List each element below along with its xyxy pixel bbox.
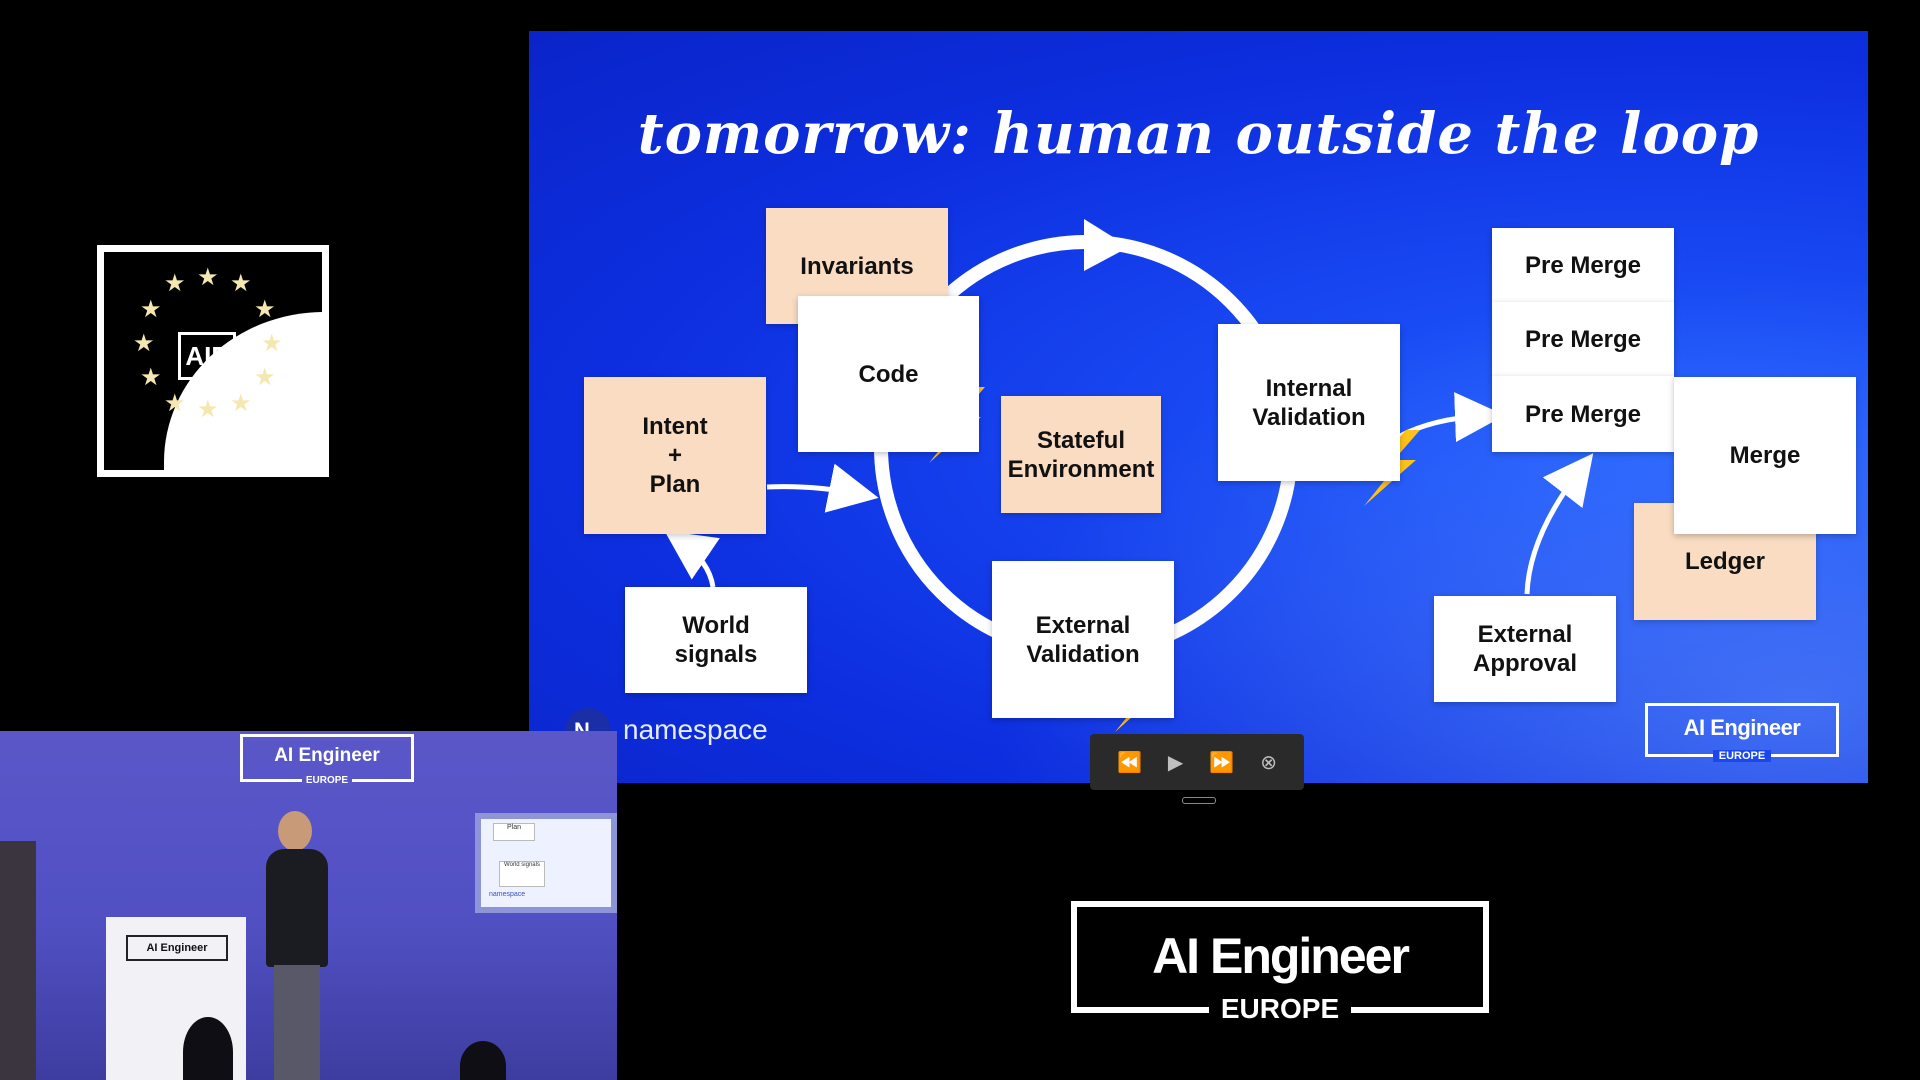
- box-merge: Merge: [1674, 377, 1856, 534]
- arrow-approval-to-premerge: [1524, 453, 1594, 595]
- box-internal-validation: Internal Validation: [1218, 324, 1400, 481]
- star-icon: ★: [197, 396, 219, 423]
- rewind-button[interactable]: ⏪: [1117, 751, 1142, 774]
- loop-arrowhead: [1084, 219, 1129, 271]
- audience-person: [0, 841, 36, 1080]
- star-icon: ★: [230, 390, 252, 417]
- star-icon: ★: [140, 364, 162, 391]
- namespace-brand: namespace: [623, 714, 768, 745]
- audience-head: [460, 1041, 506, 1080]
- presentation-slide: tomorrow: human outside the loop Invaria…: [529, 31, 1868, 783]
- box-pre-merge-3: Pre Merge: [1492, 376, 1674, 452]
- drag-handle[interactable]: [1182, 797, 1216, 804]
- star-icon: ★: [133, 330, 155, 357]
- star-icon: ★: [230, 270, 252, 297]
- star-icon: ★: [164, 390, 186, 417]
- box-code: Code: [798, 296, 979, 452]
- arrow-signals-to-intent: [664, 530, 720, 588]
- speaker-camera-feed: AI Engineer EUROPE Plan World signals na…: [0, 731, 617, 1080]
- box-pre-merge-1: Pre Merge: [1492, 228, 1674, 302]
- star-icon: ★: [197, 264, 219, 291]
- slide-title: tomorrow: human outside the loop: [637, 101, 1760, 167]
- star-icon: ★: [140, 296, 162, 323]
- star-icon: ★: [261, 330, 283, 357]
- stage-sign: AI Engineer EUROPE: [240, 734, 414, 786]
- box-pre-merge-2: Pre Merge: [1492, 302, 1674, 376]
- box-stateful-environment: Stateful Environment: [1001, 396, 1161, 513]
- event-logo: AI Engineer EUROPE: [1071, 901, 1489, 1024]
- box-world-signals: World signals: [625, 587, 807, 693]
- aie-mark: AIE: [178, 332, 236, 380]
- slide-event-logo: AI Engineer EUROPE: [1645, 703, 1839, 762]
- play-button[interactable]: ▶: [1167, 751, 1184, 774]
- star-icon: ★: [254, 296, 276, 323]
- box-external-approval: External Approval: [1434, 596, 1616, 702]
- star-icon: ★: [254, 364, 276, 391]
- stage-screen: Plan World signals namespace: [475, 813, 617, 913]
- speaker: [262, 811, 342, 1080]
- box-intent-plan: Intent + Plan: [584, 377, 766, 534]
- box-external-validation: External Validation: [992, 561, 1174, 718]
- player-controls: ⏪ ▶ ⏩ ⊗: [1090, 734, 1304, 790]
- star-icon: ★: [164, 270, 186, 297]
- forward-button[interactable]: ⏩: [1209, 751, 1235, 774]
- aie-badge-logo: ★ ★ ★ ★ ★ ★ ★ ★ ★ ★ ★ ★ AIE: [97, 245, 329, 477]
- audience-head: [183, 1017, 233, 1080]
- close-controls-button[interactable]: ⊗: [1260, 751, 1277, 774]
- arrow-intent-to-loop: [766, 463, 879, 513]
